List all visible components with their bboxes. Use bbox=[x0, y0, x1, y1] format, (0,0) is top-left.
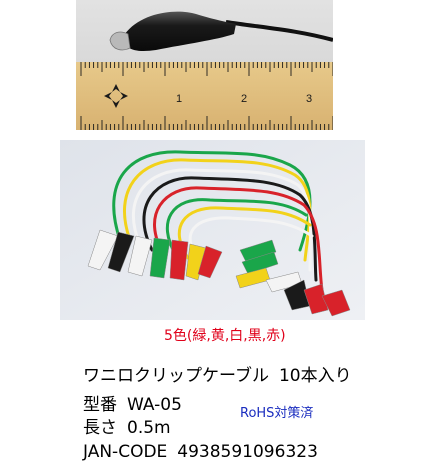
black-clip bbox=[121, 11, 236, 51]
right-clip-group bbox=[235, 239, 351, 317]
clip-on-ruler-photo: 1 2 3 bbox=[76, 0, 333, 130]
model-value: WA-05 bbox=[127, 395, 182, 415]
product-name: ワニロクリップケーブル bbox=[83, 366, 269, 386]
jan-label: JAN-CODE bbox=[83, 442, 168, 462]
jan-value: 4938591096323 bbox=[177, 442, 318, 462]
length-label: 長さ bbox=[83, 418, 117, 438]
product-model: 型番 WA-05 bbox=[83, 397, 182, 414]
product-title: ワニロクリップケーブル 10本入り bbox=[83, 368, 352, 385]
product-jan-code: JAN-CODE 4938591096323 bbox=[83, 444, 318, 461]
color-variants-caption: 5色(緑,黄,白,黒,赤) bbox=[164, 328, 286, 344]
ruler-mark-1: 1 bbox=[176, 93, 182, 105]
ruler-mark-2: 2 bbox=[241, 93, 247, 105]
product-length: 長さ 0.5m bbox=[83, 420, 171, 437]
product-quantity: 10本入り bbox=[278, 366, 352, 386]
length-value: 0.5m bbox=[127, 418, 171, 438]
ruler-mark-3: 3 bbox=[306, 93, 312, 105]
left-clip-group bbox=[87, 229, 223, 281]
model-label: 型番 bbox=[83, 395, 117, 415]
cable-bundle-photo bbox=[60, 140, 365, 320]
rohs-badge: RoHS対策済 bbox=[240, 406, 314, 421]
wooden-ruler bbox=[76, 62, 333, 130]
